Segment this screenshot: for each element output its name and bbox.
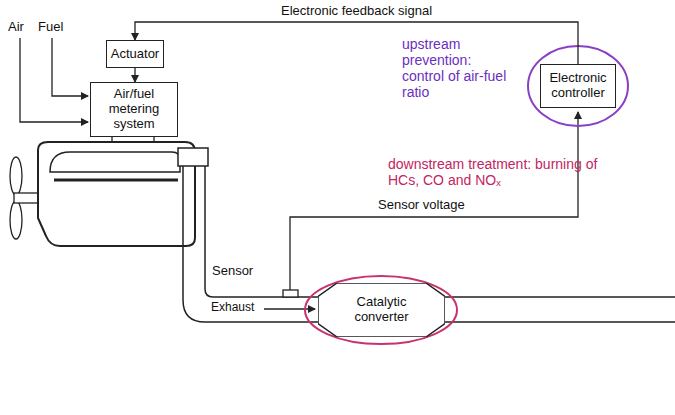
node-text: Electronic controller <box>544 71 612 101</box>
sensor-label: Sensor <box>212 264 272 279</box>
node-text: Actuator <box>110 47 160 62</box>
input-label: Air <box>8 20 38 35</box>
controller-box: Electronic controller <box>540 64 616 108</box>
actuator-box: Actuator <box>106 40 164 68</box>
edge-label: Electronic feedback signal <box>279 4 434 19</box>
catalytic-converter: Catalytic converter <box>318 283 445 337</box>
exhaust-arrow <box>264 308 315 309</box>
engine-block <box>38 132 208 246</box>
connector-arrow <box>134 68 135 82</box>
propeller <box>10 157 38 239</box>
annotation-text: downstream treatment: burning of HCs, CO… <box>388 156 618 188</box>
node-text: Air/fuel metering system <box>95 87 173 132</box>
exhaust-label: Exhaust <box>211 301 263 315</box>
annotation-text: upstream prevention: control of air-fuel… <box>402 36 514 100</box>
highlight-ellipse <box>305 276 457 344</box>
connector-arrow <box>135 22 578 64</box>
sensor-voltage-line <box>290 112 578 290</box>
signal-label: Sensor voltage <box>378 198 488 213</box>
input-label: Fuel <box>38 20 78 35</box>
fuel-line <box>52 38 88 96</box>
node-text: Catalytic converter <box>336 295 427 325</box>
air-line <box>20 38 88 122</box>
sensor-symbol <box>283 290 298 297</box>
metering-box: Air/fuel metering system <box>90 82 178 137</box>
